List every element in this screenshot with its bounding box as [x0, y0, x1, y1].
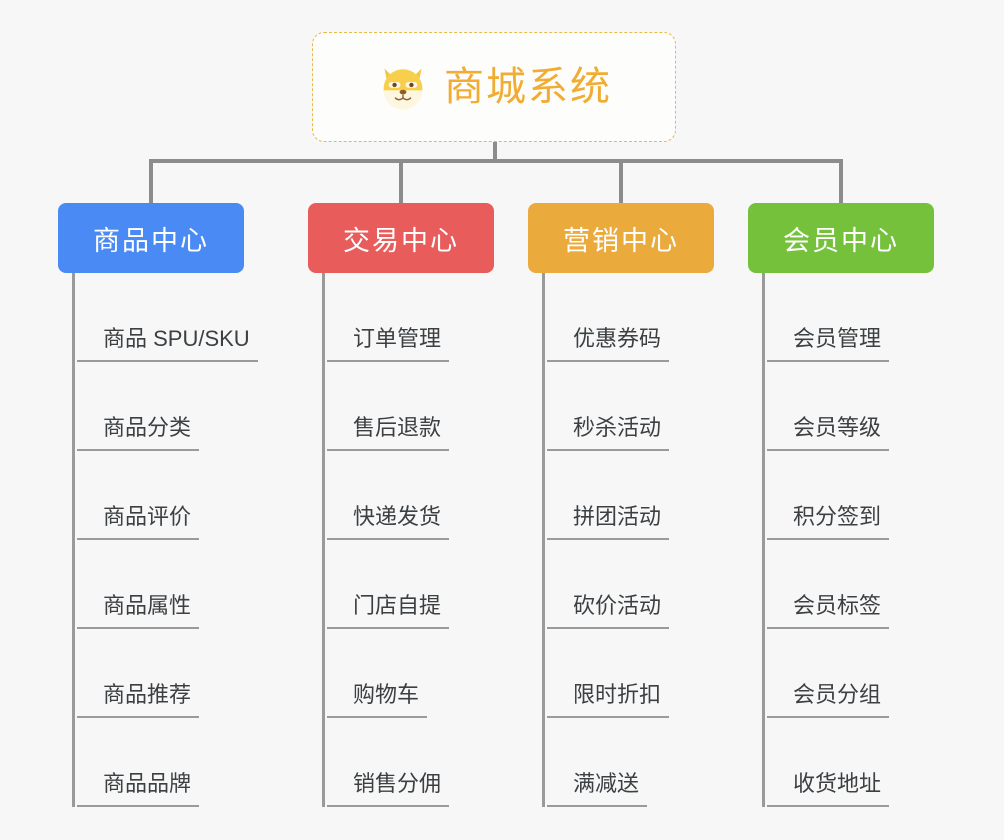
leaf-label: 商品分类	[77, 417, 200, 451]
leaf-label: 砍价活动	[547, 595, 670, 629]
leaf-label: 门店自提	[327, 595, 450, 629]
leaf-label: 商品推荐	[77, 684, 200, 718]
connector-drop-4	[839, 159, 843, 205]
list-item[interactable]: 商品品牌	[75, 718, 278, 807]
connector-horizontal-bus	[151, 159, 841, 163]
category-header-4[interactable]: 会员中心	[748, 203, 934, 273]
leaf-label: 会员标签	[767, 595, 890, 629]
list-item[interactable]: 会员标签	[765, 540, 968, 629]
list-item[interactable]: 商品推荐	[75, 629, 278, 718]
list-item[interactable]: 满减送	[545, 718, 748, 807]
list-item[interactable]: 积分签到	[765, 451, 968, 540]
leaf-label: 销售分佣	[327, 773, 450, 807]
list-item[interactable]: 优惠券码	[545, 273, 748, 362]
list-item[interactable]: 销售分佣	[325, 718, 528, 807]
leaf-label: 会员管理	[767, 328, 890, 362]
category-title: 会员中心	[783, 225, 899, 256]
root-title: 商城系统	[444, 65, 612, 109]
leaf-label: 商品评价	[77, 506, 200, 540]
leaf-label: 优惠券码	[547, 328, 670, 362]
list-item[interactable]: 快递发货	[325, 451, 528, 540]
leaf-label: 会员等级	[767, 417, 890, 451]
leaf-label: 购物车	[327, 684, 428, 718]
category-header-1[interactable]: 商品中心	[58, 203, 244, 273]
list-item[interactable]: 商品分类	[75, 362, 278, 451]
leaf-list-1: 商品 SPU/SKU 商品分类 商品评价 商品属性 商品推荐 商品品牌	[72, 273, 278, 807]
branch-column-4: 会员中心 会员管理 会员等级 积分签到 会员标签 会员分组 收货地址	[748, 203, 968, 807]
list-item[interactable]: 门店自提	[325, 540, 528, 629]
branch-column-3: 营销中心 优惠券码 秒杀活动 拼团活动 砍价活动 限时折扣 满减送	[528, 203, 748, 807]
leaf-label: 积分签到	[767, 506, 890, 540]
list-item[interactable]: 商品 SPU/SKU	[75, 273, 278, 362]
list-item[interactable]: 会员分组	[765, 629, 968, 718]
leaf-label: 会员分组	[767, 684, 890, 718]
leaf-label: 限时折扣	[547, 684, 670, 718]
connector-drop-1	[149, 159, 153, 205]
list-item[interactable]: 售后退款	[325, 362, 528, 451]
list-item[interactable]: 砍价活动	[545, 540, 748, 629]
leaf-label: 售后退款	[327, 417, 450, 451]
shiba-dog-face-icon	[383, 68, 423, 110]
category-title: 营销中心	[563, 225, 679, 256]
leaf-list-2: 订单管理 售后退款 快递发货 门店自提 购物车 销售分佣	[322, 273, 528, 807]
category-header-2[interactable]: 交易中心	[308, 203, 494, 273]
connector-drop-3	[619, 159, 623, 205]
leaf-list-3: 优惠券码 秒杀活动 拼团活动 砍价活动 限时折扣 满减送	[542, 273, 748, 807]
leaf-label: 收货地址	[767, 773, 890, 807]
list-item[interactable]: 拼团活动	[545, 451, 748, 540]
list-item[interactable]: 限时折扣	[545, 629, 748, 718]
list-item[interactable]: 商品属性	[75, 540, 278, 629]
root-node[interactable]: 商城系统	[312, 32, 676, 142]
leaf-label: 满减送	[547, 773, 648, 807]
leaf-label: 拼团活动	[547, 506, 670, 540]
connector-root-stem	[493, 142, 497, 162]
list-item[interactable]: 订单管理	[325, 273, 528, 362]
category-header-3[interactable]: 营销中心	[528, 203, 714, 273]
list-item[interactable]: 会员管理	[765, 273, 968, 362]
list-item[interactable]: 商品评价	[75, 451, 278, 540]
leaf-label: 订单管理	[327, 328, 450, 362]
leaf-label: 快递发货	[327, 506, 450, 540]
branch-column-2: 交易中心 订单管理 售后退款 快递发货 门店自提 购物车 销售分佣	[308, 203, 528, 807]
list-item[interactable]: 收货地址	[765, 718, 968, 807]
list-item[interactable]: 秒杀活动	[545, 362, 748, 451]
list-item[interactable]: 会员等级	[765, 362, 968, 451]
list-item[interactable]: 购物车	[325, 629, 528, 718]
branch-column-1: 商品中心 商品 SPU/SKU 商品分类 商品评价 商品属性 商品推荐 商品品牌	[58, 203, 278, 807]
leaf-label: 商品品牌	[77, 773, 200, 807]
leaf-label: 商品属性	[77, 595, 200, 629]
leaf-list-4: 会员管理 会员等级 积分签到 会员标签 会员分组 收货地址	[762, 273, 968, 807]
category-title: 交易中心	[343, 225, 459, 256]
connector-drop-2	[399, 159, 403, 205]
category-title: 商品中心	[93, 225, 209, 256]
leaf-label: 秒杀活动	[547, 417, 670, 451]
leaf-label: 商品 SPU/SKU	[77, 328, 258, 362]
